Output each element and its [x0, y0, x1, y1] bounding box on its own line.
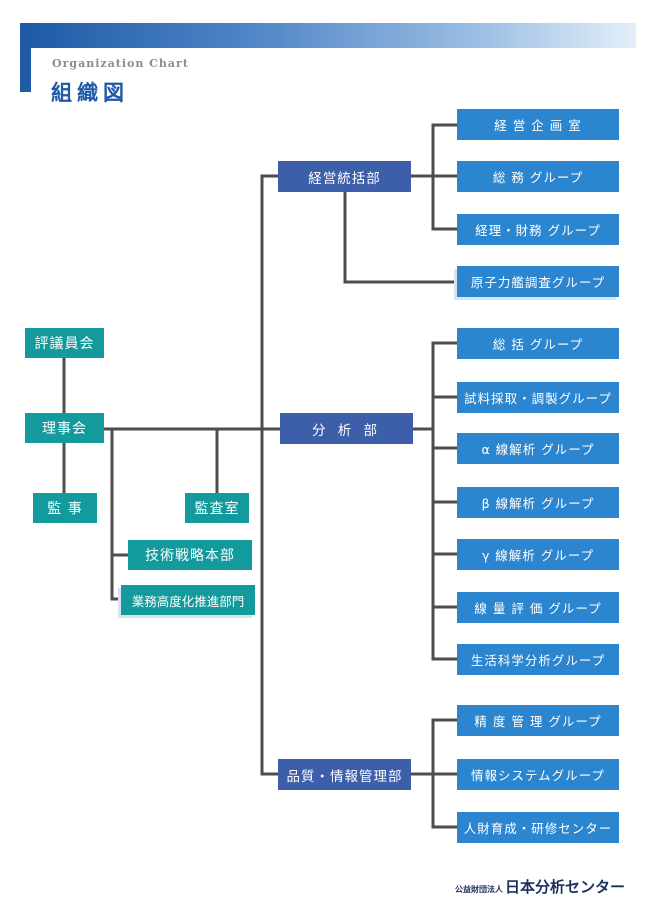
node-board: 理事会 — [25, 413, 104, 443]
group-beta-ray: β 線解析 グループ — [457, 487, 619, 518]
org-name: 日本分析センター — [504, 878, 625, 896]
page-title: 組織図 — [51, 81, 129, 105]
header-accent-bar — [20, 23, 31, 92]
group-accuracy-control: 精 度 管 理 グループ — [457, 705, 619, 736]
group-training-center: 人財育成・研修センター — [457, 812, 619, 843]
group-gamma-ray: γ 線解析 グループ — [457, 539, 619, 570]
group-general-affairs: 総 務 グループ — [457, 161, 619, 192]
org-prefix: 公益財団法人 — [454, 885, 503, 894]
node-tech-strategy: 技術戦略本部 — [128, 540, 252, 570]
group-planning-office: 経 営 企 画 室 — [457, 109, 619, 140]
group-life-science: 生活科学分析グループ — [457, 644, 619, 675]
org-logo: 公益財団法人 日本分析センター — [455, 876, 625, 897]
group-sampling-preparation: 試料採取・調製グループ — [457, 382, 619, 413]
group-accounting-finance: 経理・財務 グループ — [457, 214, 619, 245]
page-subtitle: Organization Chart — [52, 57, 189, 70]
node-mgmt-dept: 経営統括部 — [278, 161, 411, 192]
node-advancement: 業務高度化推進部門 — [121, 585, 255, 615]
group-dose-assessment: 線 量 評 価 グループ — [457, 592, 619, 623]
group-general-analysis: 総 括 グループ — [457, 328, 619, 359]
node-analysis-dept: 分 析 部 — [280, 413, 413, 444]
header-banner — [20, 23, 636, 48]
group-information-systems: 情報システムグループ — [457, 759, 619, 790]
node-audit-office: 監査室 — [185, 493, 249, 523]
node-quality-dept: 品質・情報管理部 — [278, 759, 411, 790]
node-council: 評議員会 — [25, 328, 104, 358]
group-alpha-ray: α 線解析 グループ — [457, 433, 619, 464]
node-auditor: 監 事 — [33, 493, 97, 523]
group-nuclear-vessel-survey: 原子力艦調査グループ — [457, 266, 619, 297]
